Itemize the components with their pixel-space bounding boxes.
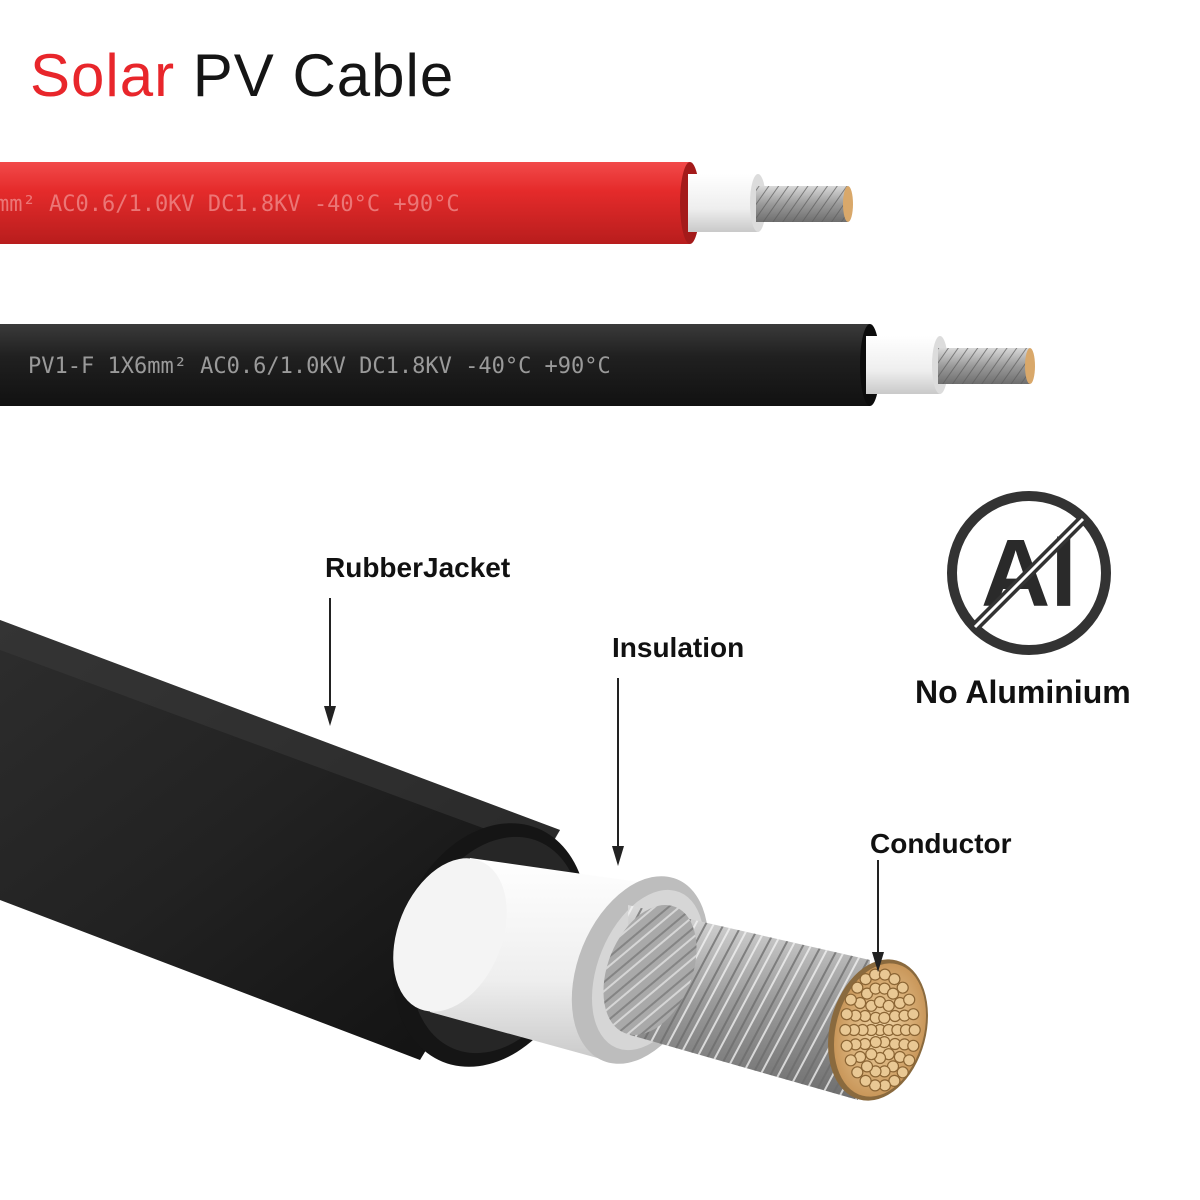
conductor-arrowhead	[872, 952, 884, 972]
copper-wire-end	[907, 1039, 920, 1052]
copper-wire-end	[839, 1023, 852, 1037]
red-cable-jacket	[0, 162, 690, 244]
copper-wire-end	[851, 981, 864, 994]
insulation-label: Insulation	[612, 632, 745, 663]
copper-wire-end	[886, 987, 900, 1000]
copper-wire-end	[851, 1066, 864, 1079]
copper-wire-end	[844, 993, 857, 1006]
copper-wire-end	[865, 1048, 878, 1061]
red-cable-conductor-tip	[843, 186, 853, 222]
black-cable-conductor-tip	[1025, 348, 1035, 384]
prohibition-circle	[947, 491, 1111, 655]
title-solar: Solar	[30, 42, 176, 109]
red-cable-print: mm² AC0.6/1.0KV DC1.8KV -40°C +90°C	[0, 192, 460, 217]
black-cable-insulation	[866, 336, 940, 394]
copper-wire-end	[908, 1023, 921, 1037]
black-cable-print: PV1-F 1X6mm² AC0.6/1.0KV DC1.8KV -40°C +…	[28, 354, 611, 379]
insulation-arrowhead	[612, 846, 624, 866]
red-cable-insulation	[688, 174, 758, 232]
copper-wire-end	[888, 972, 901, 986]
copper-wire-end	[903, 993, 916, 1006]
copper-wire-end	[840, 1008, 853, 1021]
copper-wire-end	[860, 1060, 874, 1073]
cable-cross-section	[0, 620, 928, 1101]
black-cable-jacket	[0, 324, 870, 406]
copper-wire-end	[844, 1054, 857, 1067]
copper-wire-end	[878, 1011, 891, 1025]
no-aluminium-badge: Al	[947, 491, 1111, 655]
copper-wire-ends	[839, 968, 921, 1092]
no-aluminium-label: No Aluminium	[915, 674, 1131, 710]
copper-wire-end	[896, 1066, 909, 1079]
rubber-jacket-label: RubberJacket	[325, 552, 511, 583]
copper-wire-end	[882, 999, 895, 1012]
copper-wire-end	[896, 981, 909, 994]
copper-wire-end	[840, 1039, 853, 1052]
jacket-arrowhead	[324, 706, 336, 726]
copper-wire-end	[859, 1074, 872, 1088]
copper-wire-end	[903, 1054, 916, 1067]
copper-wire-end	[907, 1008, 920, 1021]
title-pv-cable: PV Cable	[192, 42, 455, 109]
black-cable: PV1-F 1X6mm² AC0.6/1.0KV DC1.8KV -40°C +…	[0, 324, 1035, 406]
page-title: Solar PV Cable	[30, 36, 454, 116]
copper-wire-end	[869, 1035, 882, 1049]
label-arrows	[324, 598, 884, 972]
red-cable: mm² AC0.6/1.0KV DC1.8KV -40°C +90°C	[0, 162, 853, 244]
conductor-label: Conductor	[870, 828, 1012, 859]
